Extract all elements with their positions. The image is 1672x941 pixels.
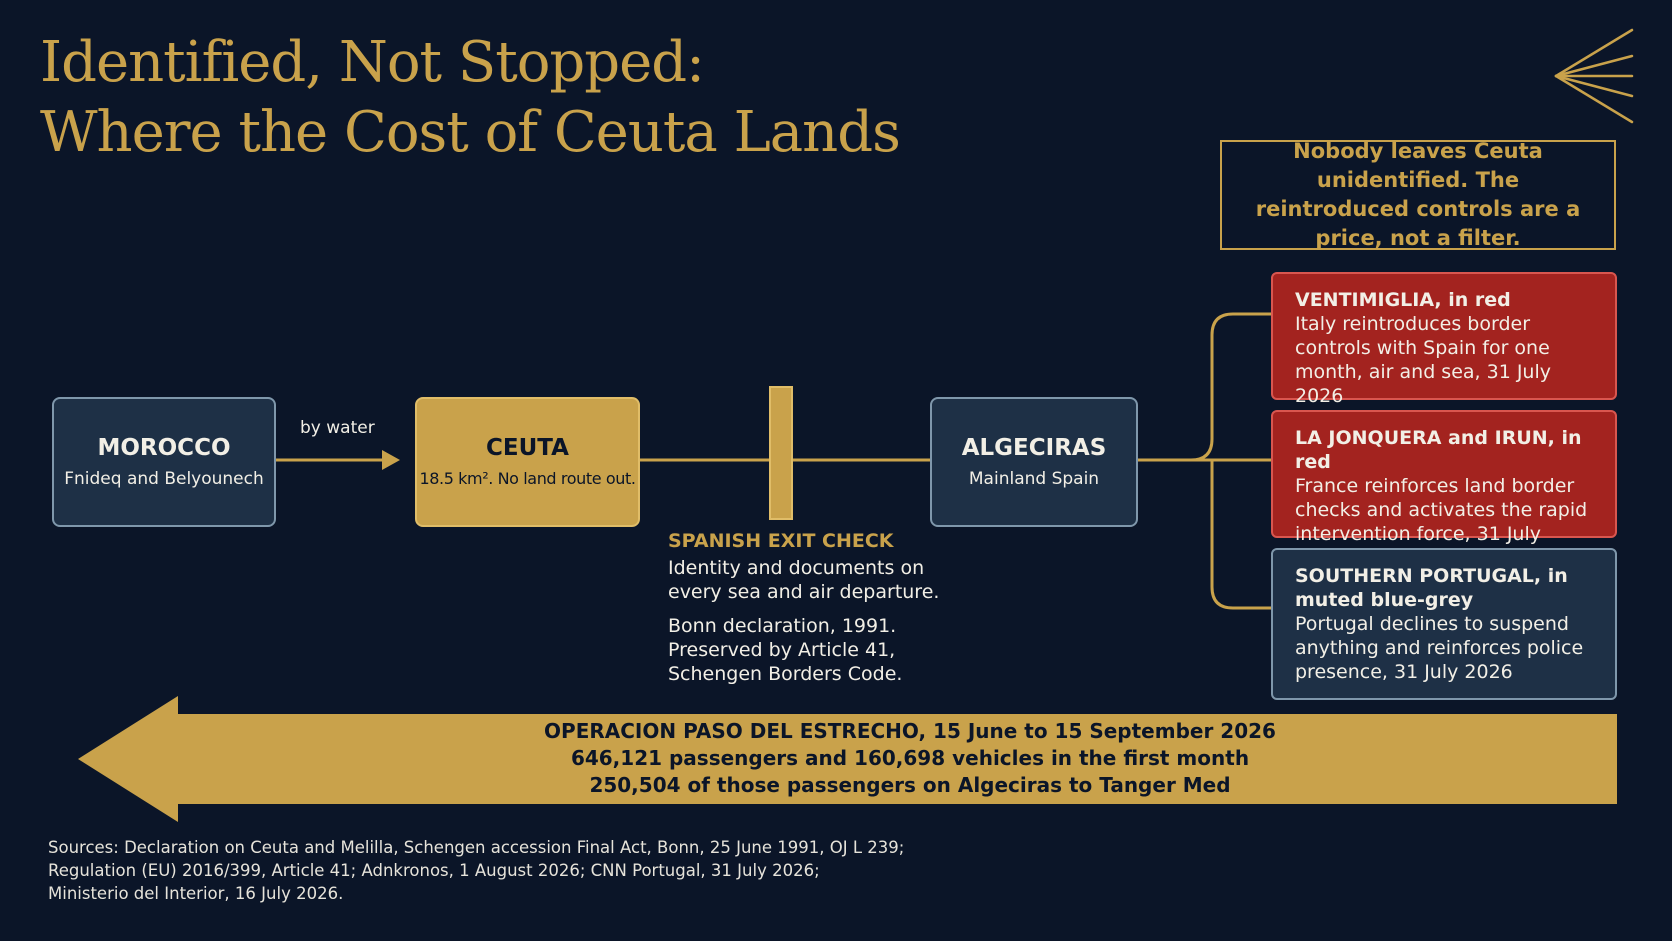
title-line-1: Identified, Not Stopped:	[40, 30, 705, 95]
exit-check-line-4: Preserved by Article 41,	[668, 639, 896, 661]
card-heading: LA JONQUERA and IRUN, in red	[1295, 427, 1582, 473]
exit-check-line-2: every sea and air departure.	[668, 581, 940, 603]
exit-check-heading: SPANISH EXIT CHECK	[668, 530, 894, 552]
exit-check-line-1: Identity and documents on	[668, 557, 925, 579]
node-ceuta: CEUTA 18.5 km². No land route out.	[415, 397, 640, 527]
node-morocco: MOROCCO Fnideq and Belyounech	[52, 397, 276, 527]
sources-line-2: Regulation (EU) 2016/399, Article 41; Ad…	[48, 861, 820, 880]
ceuta-sub: 18.5 km². No land route out.	[419, 469, 636, 488]
exit-check-line-5: Schengen Borders Code.	[668, 663, 903, 685]
title-line-2: Where the Cost of Ceuta Lands	[40, 100, 901, 165]
sources: Sources: Declaration on Ceuta and Melill…	[48, 836, 904, 905]
banner-line-2: 646,121 passengers and 160,698 vehicles …	[570, 746, 1250, 770]
banner-line-3: 250,504 of those passengers on Algeciras…	[589, 773, 1231, 797]
algeciras-sub: Mainland Spain	[968, 469, 1100, 489]
banner-text: OPERACION PASO DEL ESTRECHO, 15 June to …	[240, 718, 1580, 799]
card-text: Italy reintroduces border controls with …	[1295, 313, 1551, 407]
morocco-sub: Fnideq and Belyounech	[64, 469, 264, 489]
banner-arrow	[78, 696, 1617, 822]
morocco-name: MOROCCO	[97, 435, 231, 461]
card-southern-portugal: SOUTHERN PORTUGAL, in muted blue-grey Po…	[1271, 548, 1617, 700]
node-algeciras: ALGECIRAS Mainland Spain	[930, 397, 1138, 527]
by-water-label: by water	[300, 418, 375, 438]
card-heading: SOUTHERN PORTUGAL, in muted blue-grey	[1295, 565, 1568, 611]
card-ventimiglia: VENTIMIGLIA, in red Italy reintroduces b…	[1271, 272, 1617, 407]
sources-line-3: Ministerio del Interior, 16 July 2026.	[48, 884, 344, 903]
page-title: Identified, Not Stopped: Where the Cost …	[40, 28, 901, 168]
sunburst-icon	[1554, 28, 1634, 124]
exit-check-line-3: Bonn declaration, 1991.	[668, 615, 897, 637]
banner-line-1: OPERACION PASO DEL ESTRECHO, 15 June to …	[544, 719, 1276, 743]
algeciras-name: ALGECIRAS	[961, 435, 1107, 461]
key-callout: Nobody leaves Ceuta unidentified. The re…	[1220, 139, 1616, 250]
card-text: Portugal declines to suspend anything an…	[1295, 613, 1584, 683]
exit-check-legal: Bonn declaration, 1991. Preserved by Art…	[668, 614, 902, 686]
ceuta-name: CEUTA	[486, 435, 569, 461]
sources-line-1: Sources: Declaration on Ceuta and Melill…	[48, 838, 905, 857]
card-heading: VENTIMIGLIA, in red	[1295, 289, 1511, 311]
card-la-jonquera-irun: LA JONQUERA and IRUN, in red France rein…	[1271, 410, 1617, 569]
exit-check-text: Identity and documents on every sea and …	[668, 556, 939, 604]
